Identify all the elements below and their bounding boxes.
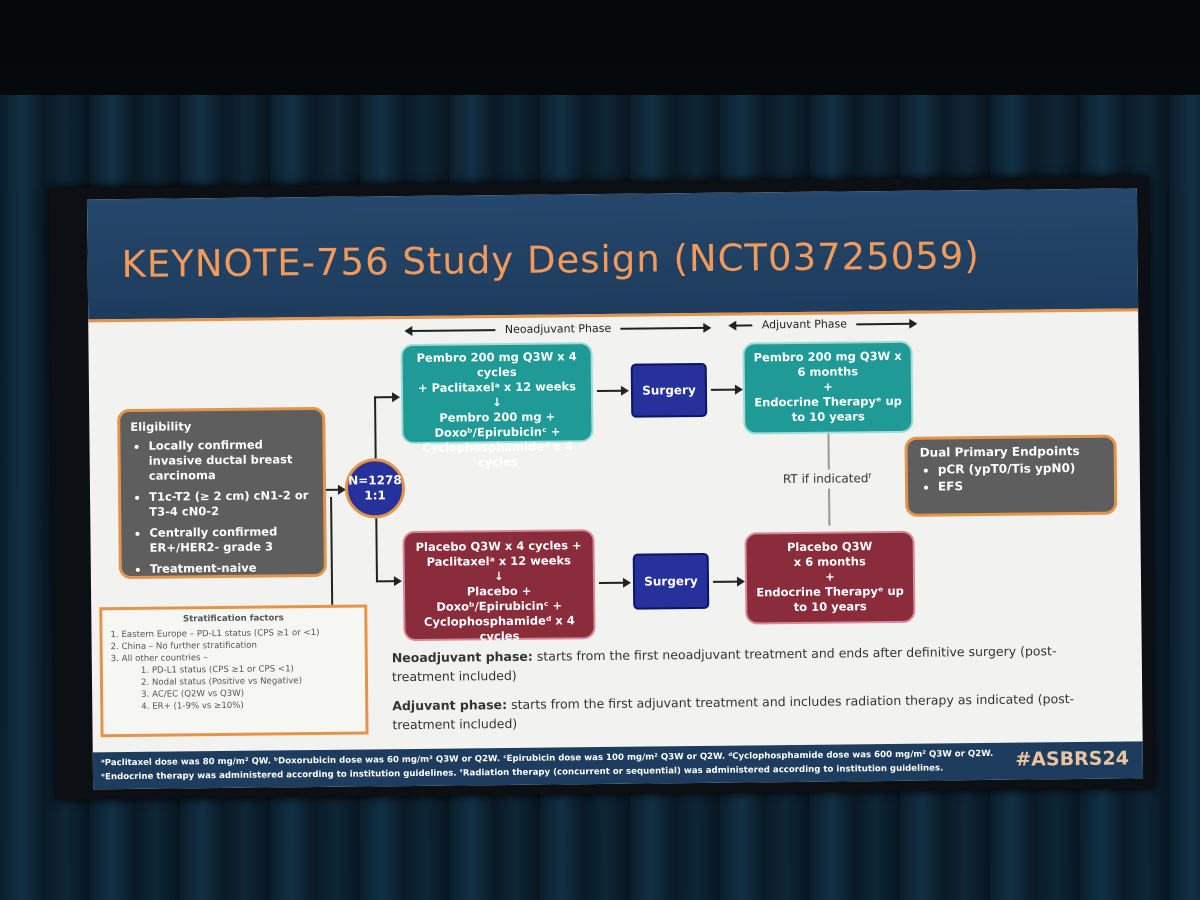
endpoint-item: EFS — [938, 478, 1102, 495]
pembro-adjuvant-box: Pembro 200 mg Q3W x 6 months + Endocrine… — [742, 340, 914, 435]
stratification-heading: Stratification factors — [182, 613, 284, 625]
adjuvant-term: Adjuvant phase: — [392, 697, 508, 714]
strat-subitems: 1. PD-L1 status (CPS ≥1 or CPS <1) 2. No… — [111, 663, 357, 714]
branch-line — [374, 396, 377, 459]
randomization-badge: N=1278 1:1 — [344, 458, 406, 519]
pembro-surgery-to-adjuvant-arrow — [710, 388, 737, 391]
pembro-adj-line: Endocrine Therapyᵉ up — [754, 393, 902, 410]
projection-screen: KEYNOTE-756 Study Design (NCT03725059) N… — [48, 176, 1156, 800]
neoadjuvant-term: Neoadjuvant phase: — [391, 648, 533, 666]
adjuvant-definition: Adjuvant phase: starts from the first ad… — [392, 689, 1112, 735]
placebo-adjuvant-box: Placebo Q3W x 6 months + Endocrine Thera… — [744, 530, 916, 625]
placebo-adj-line: Placebo Q3W — [786, 539, 873, 555]
surgery-label: Surgery — [644, 573, 698, 589]
pembro-to-surgery-arrow — [596, 389, 623, 393]
branch-arrow-top — [374, 396, 395, 399]
pembro-neo-line: + Paclitaxelᵃ x 12 weeks — [417, 379, 577, 395]
placebo-adj-line: to 10 years — [793, 599, 867, 614]
randomization-ratio: 1:1 — [364, 488, 386, 503]
surgery-label: Surgery — [642, 382, 696, 398]
branch-arrow-bottom — [375, 580, 396, 583]
adjuvant-phase-header: Adjuvant Phase — [728, 317, 918, 332]
endpoints-list: pCR (ypT0/Tis ypN0) EFS — [920, 461, 1102, 495]
hashtag: #ASBRS24 — [1015, 747, 1129, 771]
endpoint-item: pCR (ypT0/Tis ypN0) — [938, 461, 1102, 478]
placebo-to-surgery-arrow — [598, 581, 626, 585]
strat-connector — [330, 496, 334, 605]
eligibility-item: T1c-T2 (≥ 2 cm) cN1-2 or T3-4 cN0-2 — [149, 488, 313, 520]
eligibility-to-randomization-arrow — [325, 488, 341, 491]
pembro-adj-line: + — [823, 379, 833, 394]
placebo-surgery-to-adjuvant-arrow — [712, 580, 739, 583]
pembro-neo-line: Pembro 200 mg Q3W x 4 cycles — [416, 349, 577, 380]
placebo-neoadjuvant-box: Placebo Q3W x 4 cycles + Paclitaxelᵃ x 1… — [402, 529, 596, 643]
branch-line — [375, 518, 378, 581]
endpoints-box: Dual Primary Endpoints pCR (ypT0/Tis ypN… — [904, 434, 1118, 517]
placebo-adj-line: x 6 months — [793, 554, 866, 569]
placebo-neo-line: Cyclophosphamideᵈ x 4 cycles — [423, 613, 575, 644]
endpoints-heading: Dual Primary Endpoints — [919, 443, 1080, 460]
footnote-band: ᵃPaclitaxel dose was 80 mg/m² QW. ᵇDoxor… — [92, 741, 1144, 790]
neoadjuvant-definition: Neoadjuvant phase: starts from the first… — [392, 641, 1112, 687]
randomization-n: N=1278 — [348, 473, 402, 488]
placebo-neo-line: Paclitaxelᵃ x 12 weeks — [426, 553, 572, 569]
pembro-adj-line: 6 months — [797, 364, 859, 379]
slide: KEYNOTE-756 Study Design (NCT03725059) N… — [86, 188, 1144, 790]
title-band: KEYNOTE-756 Study Design (NCT03725059) — [86, 188, 1139, 323]
placebo-adj-line: Endocrine Therapyᵉ up — [756, 583, 904, 600]
eligibility-box: Eligibility Locally confirmed invasive d… — [117, 406, 327, 580]
placebo-surgery-box: Surgery — [632, 552, 710, 610]
pembro-adj-line: to 10 years — [791, 409, 865, 425]
eligibility-item: Locally confirmed invasive ductal breast… — [148, 437, 312, 484]
eligibility-list: Locally confirmed invasive ductal breast… — [130, 437, 313, 577]
slide-title: KEYNOTE-756 Study Design (NCT03725059) — [121, 234, 980, 287]
placebo-adj-line: + — [825, 569, 835, 584]
pembro-neo-line: Cyclophosphamideᵈ x 4 cycles — [422, 439, 574, 470]
adjuvant-phase-label: Adjuvant Phase — [761, 317, 848, 332]
rt-label: RT if indicatedᶠ — [779, 469, 876, 490]
eligibility-item: Treatment-naive — [150, 560, 314, 577]
pembro-surgery-box: Surgery — [630, 362, 708, 418]
eligibility-item: Centrally confirmed ER+/HER2- grade 3 — [149, 524, 313, 556]
strat-subitem: 4. ER+ (1-9% vs ≥10%) — [141, 700, 244, 712]
neoadjuvant-phase-label: Neoadjuvant Phase — [504, 321, 612, 337]
pembro-neoadjuvant-box: Pembro 200 mg Q3W x 4 cycles + Paclitaxe… — [400, 342, 594, 469]
stratification-box: Stratification factors 1. Eastern Europe… — [99, 604, 369, 738]
neoadjuvant-phase-header: Neoadjuvant Phase — [404, 321, 712, 337]
pembro-adj-line: Pembro 200 mg Q3W x — [753, 348, 902, 365]
eligibility-heading: Eligibility — [130, 419, 192, 434]
